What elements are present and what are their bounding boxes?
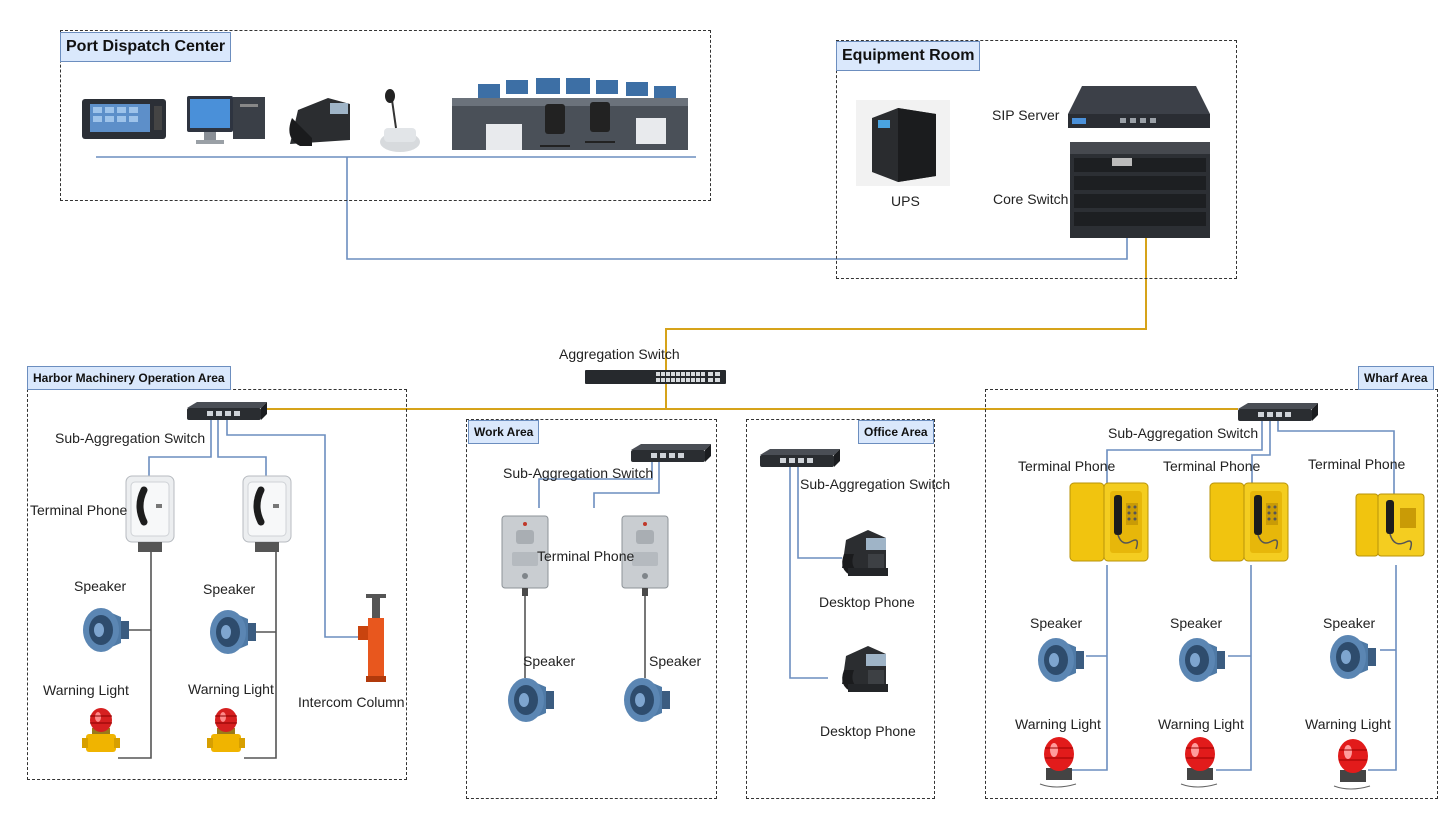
core-switch-label: Core Switch bbox=[993, 191, 1069, 207]
intercom-column-icon bbox=[358, 594, 386, 682]
paging-microphone-icon bbox=[380, 89, 420, 152]
dispatch-center-title: Port Dispatch Center bbox=[60, 32, 232, 62]
office-area bbox=[746, 419, 935, 799]
office-sub-switch-label: Sub-Aggregation Switch bbox=[800, 476, 951, 492]
equipment-room-title: Equipment Room bbox=[836, 41, 981, 71]
dark-link-lines bbox=[118, 552, 646, 759]
wharf-terminal-phone-1-label: Terminal Phone bbox=[1018, 458, 1116, 474]
intercom-column-label: Intercom Column bbox=[298, 694, 405, 710]
wharf-warning-light-3-label: Warning Light bbox=[1305, 716, 1391, 732]
ups-label: UPS bbox=[891, 193, 920, 209]
work-speaker-2-label: Speaker bbox=[649, 653, 702, 669]
desktop-phone-1-label: Desktop Phone bbox=[819, 594, 915, 610]
ups-icon bbox=[856, 100, 950, 186]
desktop-computer-icon bbox=[187, 96, 265, 144]
port-dispatch-center-area bbox=[60, 30, 711, 201]
wharf-terminal-phone-3-icon bbox=[1355, 493, 1425, 557]
harbor-sub-switch-label: Sub-Aggregation Switch bbox=[55, 430, 206, 446]
work-speaker-1-label: Speaker bbox=[523, 653, 576, 669]
wharf-speaker-2-label: Speaker bbox=[1170, 615, 1223, 631]
harbor-speaker-1-label: Speaker bbox=[74, 578, 127, 594]
ip-phone-icon bbox=[289, 98, 350, 146]
wharf-area bbox=[985, 389, 1438, 799]
core-switch-icon bbox=[1070, 142, 1210, 238]
control-room-workstation-icon bbox=[452, 78, 688, 150]
work-terminal-phone-label: Terminal Phone bbox=[537, 548, 635, 564]
blue-link-lines bbox=[96, 156, 1397, 771]
work-area-title: Work Area bbox=[468, 420, 540, 444]
wharf-speaker-1-label: Speaker bbox=[1030, 615, 1083, 631]
wharf-warning-light-1-label: Warning Light bbox=[1015, 716, 1101, 732]
harbor-area-title: Harbor Machinery Operation Area bbox=[27, 366, 231, 390]
orange-link-lines bbox=[262, 238, 1238, 410]
work-sub-switch-label: Sub-Aggregation Switch bbox=[503, 465, 654, 481]
work-area bbox=[466, 419, 717, 799]
wharf-speaker-3-label: Speaker bbox=[1323, 615, 1376, 631]
sip-server-label: SIP Server bbox=[992, 107, 1060, 123]
harbor-warning-light-1-label: Warning Light bbox=[43, 682, 129, 698]
wharf-terminal-phone-2-label: Terminal Phone bbox=[1163, 458, 1261, 474]
aggregation-switch-label: Aggregation Switch bbox=[559, 346, 680, 362]
harbor-speaker-2-label: Speaker bbox=[203, 581, 256, 597]
wharf-warning-light-2-label: Warning Light bbox=[1158, 716, 1244, 732]
sip-server-icon bbox=[1068, 86, 1210, 128]
desktop-phone-2-label: Desktop Phone bbox=[820, 723, 916, 739]
dispatch-console-icon bbox=[82, 99, 166, 139]
harbor-warning-light-2-label: Warning Light bbox=[188, 681, 274, 697]
office-area-title: Office Area bbox=[858, 420, 934, 444]
harbor-terminal-phone-label: Terminal Phone bbox=[30, 502, 128, 518]
aggregation-switch-icon bbox=[585, 370, 726, 384]
wharf-area-title: Wharf Area bbox=[1358, 366, 1434, 390]
wharf-sub-switch-label: Sub-Aggregation Switch bbox=[1108, 425, 1259, 441]
wharf-terminal-phone-3-label: Terminal Phone bbox=[1308, 456, 1406, 472]
equipment-room-area bbox=[836, 40, 1237, 279]
